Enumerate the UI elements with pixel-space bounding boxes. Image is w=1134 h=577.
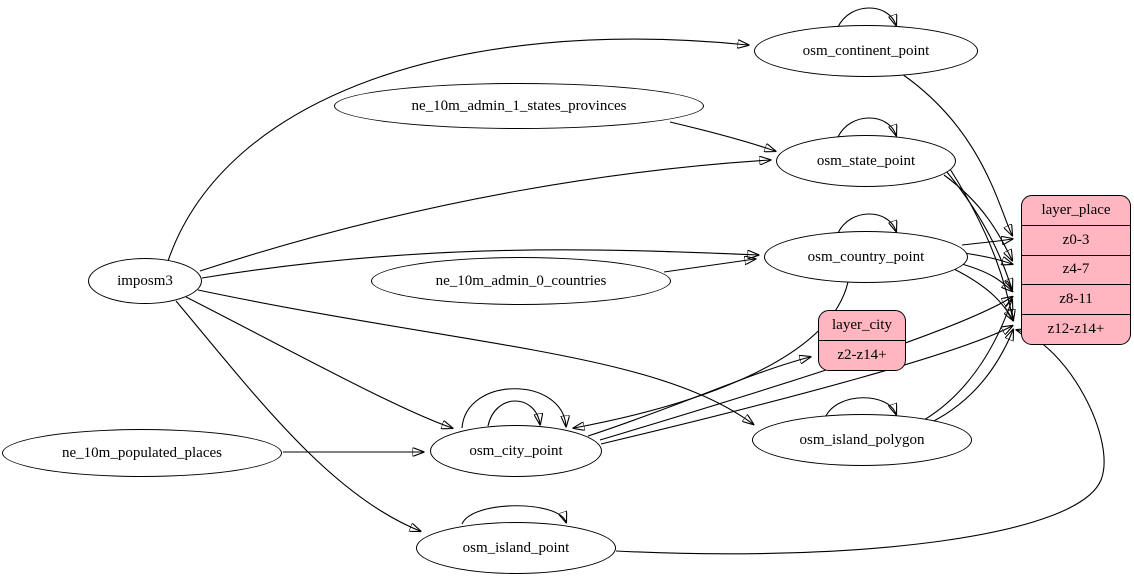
layer-place-row-z0-3: z0-3 bbox=[1022, 224, 1130, 255]
edge-imposm3-osm_continent_point bbox=[167, 38, 748, 262]
edge-osm_country_point-layer_place-z4-7 bbox=[963, 252, 1012, 264]
edge-osm_country_point-layer_place-z8-11 bbox=[957, 262, 1012, 291]
node-label: osm_island_polygon bbox=[799, 431, 925, 448]
edge-imposm3-osm_island_polygon bbox=[197, 289, 753, 424]
edge-osm_country_point-layer_place-z12-z14 bbox=[951, 267, 1013, 320]
edge-osm_city_point-layer_place-z12-z14 bbox=[600, 326, 1012, 445]
layer-place-row-z12-z14: z12-z14+ bbox=[1022, 314, 1130, 344]
node-label: osm_state_point bbox=[816, 152, 916, 169]
layer-place-title: layer_place bbox=[1041, 201, 1111, 218]
node-label: osm_city_point bbox=[469, 442, 563, 459]
node-ne-10m-admin-0-countries: ne_10m_admin_0_countries bbox=[371, 257, 671, 305]
selfloop-osm_continent_point bbox=[837, 7, 896, 27]
node-label: osm_island_point bbox=[462, 539, 570, 556]
edge-osm_island_polygon-layer_place-z8-11 bbox=[923, 300, 1012, 421]
node-label: osm_continent_point bbox=[802, 42, 930, 59]
selfloop-osm_island_polygon bbox=[825, 397, 896, 416]
edge-imposm3-osm_country_point bbox=[201, 249, 758, 279]
node-layer-city: layer_city z2-z14+ bbox=[818, 310, 906, 371]
node-label: osm_country_point bbox=[807, 248, 925, 265]
layer-place-row-z8-11: z8-11 bbox=[1022, 284, 1130, 314]
node-osm-continent-point: osm_continent_point bbox=[754, 25, 978, 77]
node-osm-state-point: osm_state_point bbox=[776, 135, 956, 187]
edge-osm_state_point-layer_place-z4-7 bbox=[943, 174, 1012, 260]
layer-city-row-z2-z14: z2-z14+ bbox=[819, 340, 905, 370]
node-imposm3: imposm3 bbox=[88, 258, 202, 304]
node-label: imposm3 bbox=[117, 272, 173, 289]
selfloop-osm_island_point bbox=[461, 505, 566, 524]
node-label: ne_10m_populated_places bbox=[62, 444, 222, 461]
selfloop-osm_country_point bbox=[837, 213, 896, 233]
edge-imposm3-osm_state_point bbox=[199, 160, 770, 272]
edge-osm_city_point-layer_city-z2-z14 bbox=[587, 357, 810, 437]
node-osm-city-point: osm_city_point bbox=[430, 425, 602, 477]
edge-osm_continent_point-layer_place-z0-3 bbox=[901, 73, 1012, 235]
node-osm-island-point: osm_island_point bbox=[416, 522, 616, 574]
edge-osm_island_polygon-layer_place-z12-z14 bbox=[929, 330, 1013, 424]
edge-osm_island_point-layer_place-z12-z14 bbox=[615, 330, 1105, 555]
edge-ne_10m_admin_0_countries-osm_country_point bbox=[663, 259, 755, 273]
node-ne-10m-populated-places: ne_10m_populated_places bbox=[2, 429, 282, 477]
selfloop-osm_city_point-outer bbox=[461, 388, 566, 429]
edge-osm_country_point-layer_place-z0-3 bbox=[961, 239, 1012, 246]
selfloop-osm_city_point-inner bbox=[487, 400, 540, 426]
edge-osm_state_point-layer_place-z8-11 bbox=[946, 171, 1012, 289]
node-ne-10m-admin-1-states-provinces: ne_10m_admin_1_states_provinces bbox=[334, 83, 704, 129]
node-layer-place: layer_place z0-3 z4-7 z8-11 z12-z14+ bbox=[1021, 195, 1131, 345]
node-label: ne_10m_admin_0_countries bbox=[435, 272, 607, 289]
edge-ne_10m_admin_1_states_provinces-osm_state_point bbox=[669, 121, 775, 151]
node-osm-island-polygon: osm_island_polygon bbox=[752, 414, 972, 466]
layer-city-title: layer_city bbox=[832, 317, 892, 333]
selfloop-osm_state_point bbox=[837, 117, 896, 137]
node-osm-country-point: osm_country_point bbox=[764, 231, 968, 283]
edge-imposm3-osm_city_point bbox=[185, 296, 452, 428]
edge-imposm3-osm_island_point bbox=[175, 300, 420, 531]
node-label: ne_10m_admin_1_states_provinces bbox=[411, 97, 627, 114]
layer-place-row-z4-7: z4-7 bbox=[1022, 254, 1130, 285]
